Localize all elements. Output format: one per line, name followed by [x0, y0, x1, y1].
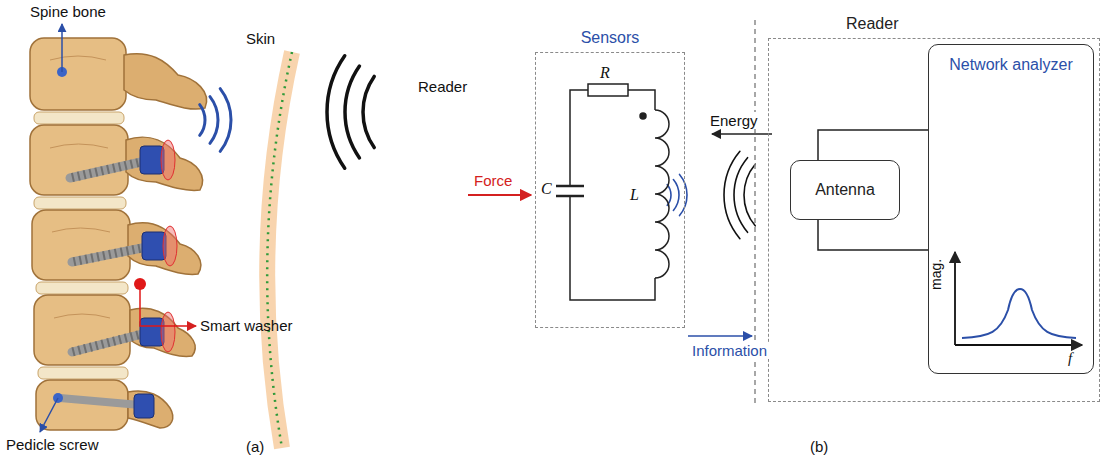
leader-line — [61, 24, 63, 72]
wave-arc — [363, 76, 374, 147]
group-heading: Reader — [768, 14, 1100, 34]
wave-arc — [345, 66, 359, 158]
pedicle-screw-illustration — [60, 140, 177, 418]
energy-arrow — [712, 133, 772, 135]
label-text: Smart washer — [200, 317, 293, 334]
wire — [818, 220, 928, 250]
label-text: Pedicle screw — [6, 436, 99, 453]
label-text: Force — [474, 172, 512, 189]
analyzer-box: Network analyzer — [928, 44, 1094, 374]
wave-arc — [744, 164, 755, 226]
rlc-circuit — [556, 84, 669, 300]
information-arrow — [688, 335, 752, 337]
label-text: (b) — [810, 438, 828, 455]
sensor-group: Sensors — [535, 28, 685, 328]
box-label: Network analyzer — [949, 55, 1073, 75]
label-text: Spine bone — [30, 3, 106, 20]
wave-arc — [724, 151, 740, 238]
label-text: C — [541, 180, 552, 198]
wave-arc — [734, 158, 748, 233]
wave-arc — [220, 89, 231, 152]
label-text: Reader — [418, 78, 467, 95]
reader-group: ReaderAntenna Network analyzer — [768, 14, 1100, 402]
dashed-frame — [535, 52, 685, 328]
leader-line — [140, 284, 196, 326]
wire — [818, 130, 928, 160]
skin-line — [267, 52, 292, 448]
wave-arc — [327, 56, 345, 168]
wave-arc — [673, 180, 679, 211]
label-text: Energy — [708, 112, 760, 129]
wave-arc — [210, 97, 218, 144]
label-text: L — [630, 186, 639, 204]
spine-illustration — [30, 38, 207, 430]
label-text: R — [600, 64, 610, 82]
antenna-box: Antenna — [790, 160, 900, 220]
label-text: Information — [690, 342, 769, 359]
leader-line — [40, 398, 58, 432]
spectrum-plot — [955, 252, 1082, 345]
dashed-frame — [768, 38, 1100, 402]
signal-waves — [200, 56, 756, 239]
label-text: (a) — [246, 438, 264, 455]
label-text: Skin — [246, 30, 275, 47]
box-label: Antenna — [815, 180, 875, 200]
skin-band — [267, 52, 292, 448]
wave-arc — [680, 174, 687, 215]
label-text: f — [1068, 350, 1072, 367]
wave-arc — [200, 105, 205, 136]
label-text: mag. — [928, 259, 944, 290]
force-arrow — [468, 194, 531, 196]
group-heading: Sensors — [535, 28, 685, 48]
